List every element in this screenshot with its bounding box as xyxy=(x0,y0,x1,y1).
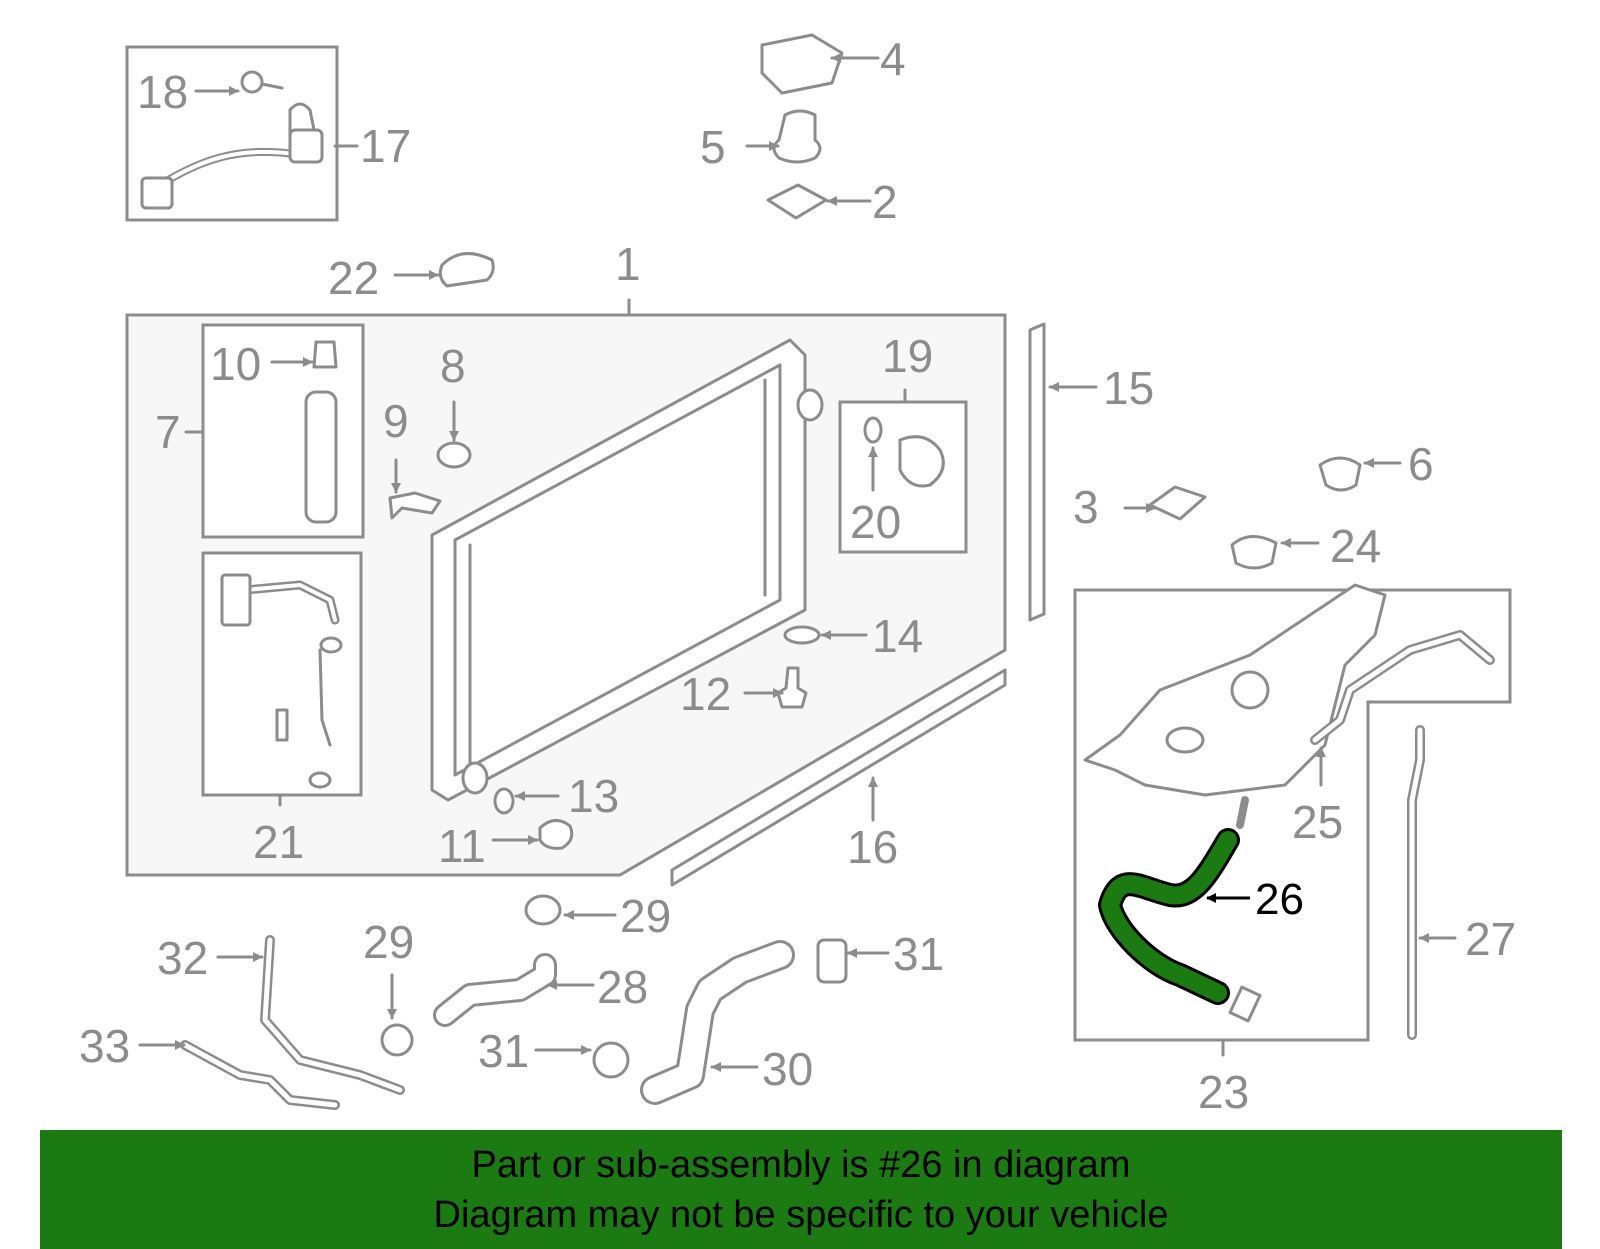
seal-15 xyxy=(1028,322,1046,622)
callout-16: 16 xyxy=(847,821,898,873)
callout-2: 2 xyxy=(872,176,898,228)
plug-11 xyxy=(538,819,574,850)
mount-cap-4 xyxy=(760,33,844,95)
clamp-29-upper xyxy=(524,894,562,926)
callout-29-lower: 29 xyxy=(363,916,414,968)
banner-line-part: Part or sub-assembly is #26 in diagram xyxy=(471,1143,1131,1186)
bolt-12 xyxy=(776,666,808,709)
callout-20: 20 xyxy=(850,496,901,548)
clamp-31-lower xyxy=(592,1041,630,1079)
nut-2 xyxy=(766,183,828,220)
radiator-cap-22 xyxy=(438,252,495,288)
cooler-pipe-21 xyxy=(220,573,343,789)
callout-22: 22 xyxy=(328,252,379,304)
callout-18: 18 xyxy=(137,66,188,118)
callout-29-upper: 29 xyxy=(620,890,671,942)
callout-1: 1 xyxy=(615,238,641,290)
callout-9: 9 xyxy=(383,395,409,447)
callout-21: 21 xyxy=(253,816,304,868)
leader-arrows xyxy=(138,53,1457,1072)
callout-24: 24 xyxy=(1330,520,1381,572)
reservoir-assembly-23 xyxy=(1073,583,1512,1042)
callout-23: 23 xyxy=(1198,1066,1249,1118)
part-info-banner: Part or sub-assembly is #26 in diagram D… xyxy=(40,1130,1562,1249)
fitting-19 xyxy=(863,416,945,488)
callout-6: 6 xyxy=(1408,438,1434,490)
highlight-hose-26-fill xyxy=(1101,831,1237,1002)
callout-26: 26 xyxy=(1255,875,1304,924)
bracket-9 xyxy=(388,491,442,520)
receiver-dryer xyxy=(304,340,338,524)
callout-19: 19 xyxy=(882,330,933,382)
callout-11: 11 xyxy=(438,820,486,872)
callout-25: 25 xyxy=(1292,796,1343,848)
callout-33: 33 xyxy=(79,1020,130,1072)
callout-4: 4 xyxy=(880,33,906,85)
clamp-31-upper xyxy=(816,938,848,984)
callout-10: 10 xyxy=(210,338,261,390)
callout-numbers: 1 2 3 4 5 6 7 8 9 10 11 12 13 14 15 16 1… xyxy=(79,33,1516,1118)
clamp-29-lower xyxy=(380,1023,414,1057)
callout-7: 7 xyxy=(155,406,181,458)
cap-24 xyxy=(1230,535,1278,570)
callout-12: 12 xyxy=(680,668,731,720)
callout-13: 13 xyxy=(568,770,619,822)
callout-17: 17 xyxy=(360,120,411,172)
radiator-core xyxy=(430,338,824,802)
hose-33 xyxy=(180,1040,340,1110)
callout-27: 27 xyxy=(1465,913,1516,965)
o-ring-13 xyxy=(493,787,515,815)
callout-3: 3 xyxy=(1073,481,1099,533)
callout-31-lower: 31 xyxy=(478,1025,529,1077)
banner-line-disclaimer: Diagram may not be specific to your vehi… xyxy=(433,1193,1169,1236)
bracket-8 xyxy=(436,441,472,469)
seal-16 xyxy=(670,668,1007,887)
callout-8: 8 xyxy=(440,340,466,392)
callout-28: 28 xyxy=(597,961,648,1013)
grommet-6 xyxy=(1318,456,1362,492)
callout-15: 15 xyxy=(1103,362,1154,414)
callout-14: 14 xyxy=(872,610,923,662)
callout-32: 32 xyxy=(157,932,208,984)
callout-30: 30 xyxy=(762,1043,813,1095)
bushing-5 xyxy=(772,109,822,164)
harness-assembly-17 xyxy=(125,45,339,222)
clip-3 xyxy=(1148,485,1207,521)
callout-31-upper: 31 xyxy=(893,928,944,980)
callout-5: 5 xyxy=(700,121,726,173)
washer-14 xyxy=(783,625,821,645)
